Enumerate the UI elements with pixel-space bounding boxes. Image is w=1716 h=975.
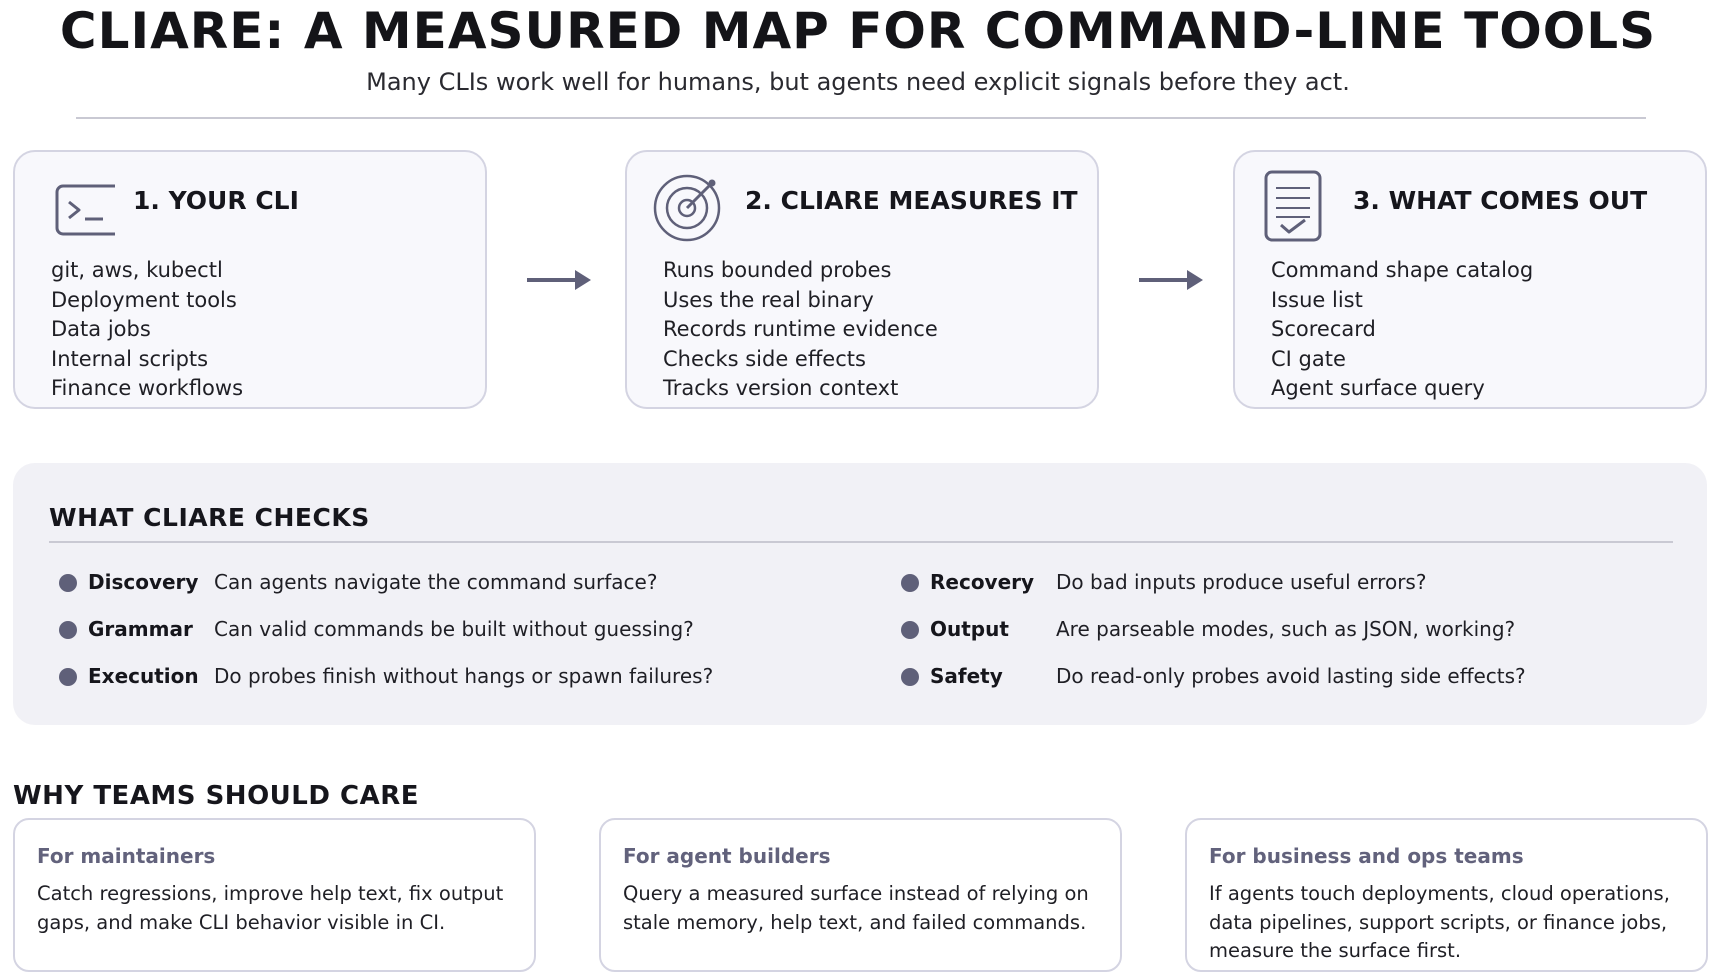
check-name: Discovery — [88, 570, 199, 594]
page-subtitle: Many CLIs work well for humans, but agen… — [366, 68, 1350, 96]
list-item: git, aws, kubectl — [51, 258, 223, 282]
list-item: Scorecard — [1271, 317, 1376, 341]
card-title: For agent builders — [623, 844, 831, 868]
list-item: Command shape catalog — [1271, 258, 1534, 282]
bullet-dot-icon — [59, 574, 77, 592]
checks-divider — [49, 541, 1673, 543]
check-question: Are parseable modes, such as JSON, worki… — [1056, 617, 1516, 641]
bullet-dot-icon — [901, 668, 919, 686]
why-title: WHY TEAMS SHOULD CARE — [13, 781, 419, 811]
list-item: Records runtime evidence — [663, 317, 938, 341]
list-item: Runs bounded probes — [663, 258, 892, 282]
list-item: Uses the real binary — [663, 287, 874, 312]
step-card-cliare-measures: 2. CLIARE MEASURES IT Runs bounded probe… — [625, 150, 1099, 409]
list-item: Deployment tools — [51, 287, 237, 312]
audience-card-maintainers: For maintainers Catch regressions, impro… — [13, 818, 536, 972]
check-question: Do probes finish without hangs or spawn … — [214, 664, 714, 688]
audience-card-business-ops: For business and ops teams If agents tou… — [1185, 818, 1708, 972]
check-name: Execution — [88, 664, 199, 688]
list-item: CI gate — [1271, 346, 1346, 371]
checklist-document-icon — [1264, 170, 1322, 242]
check-question: Do read-only probes avoid lasting side e… — [1056, 664, 1526, 688]
bullet-dot-icon — [901, 574, 919, 592]
card-title: For maintainers — [37, 844, 216, 868]
list-item: Checks side effects — [663, 346, 866, 371]
radar-icon — [653, 174, 721, 242]
list-item: Data jobs — [51, 317, 151, 341]
step-list: Command shape catalog Issue list Scoreca… — [1271, 256, 1533, 404]
terminal-icon — [55, 184, 115, 236]
bullet-dot-icon — [59, 621, 77, 639]
check-name: Grammar — [88, 617, 193, 641]
bullet-dot-icon — [59, 668, 77, 686]
page-title: CLIARE: A MEASURED MAP FOR COMMAND-LINE … — [59, 2, 1657, 60]
list-item: Agent surface query — [1271, 376, 1485, 400]
list-item: Internal scripts — [51, 346, 209, 371]
step-card-your-cli: 1. YOUR CLI git, aws, kubectl Deployment… — [13, 150, 487, 409]
list-item: Tracks version context — [663, 376, 899, 400]
check-name: Safety — [930, 664, 1003, 688]
step-list: Runs bounded probes Uses the real binary… — [663, 256, 938, 404]
card-body: If agents touch deployments, cloud opera… — [1209, 882, 1670, 962]
card-body: Catch regressions, improve help text, fi… — [37, 882, 504, 934]
step-title: 3. WHAT COMES OUT — [1353, 186, 1648, 215]
checks-title: WHAT CLIARE CHECKS — [49, 503, 370, 532]
check-name: Output — [930, 617, 1009, 641]
check-question: Can valid commands be built without gues… — [214, 617, 694, 641]
check-question: Can agents navigate the command surface? — [214, 570, 658, 594]
list-item: Finance workflows — [51, 376, 244, 400]
card-title: For business and ops teams — [1209, 844, 1524, 868]
checks-panel: WHAT CLIARE CHECKS Discovery Can agents … — [13, 463, 1707, 725]
arrow-right-icon — [527, 270, 591, 290]
check-name: Recovery — [930, 570, 1035, 594]
audience-card-agent-builders: For agent builders Query a measured surf… — [599, 818, 1122, 972]
list-item: Issue list — [1271, 287, 1363, 312]
step-title: 2. CLIARE MEASURES IT — [745, 186, 1078, 215]
header-divider — [76, 117, 1646, 119]
step-list: git, aws, kubectl Deployment tools Data … — [51, 256, 243, 404]
step-title: 1. YOUR CLI — [133, 186, 299, 215]
bullet-dot-icon — [901, 621, 919, 639]
step-card-what-comes-out: 3. WHAT COMES OUT Command shape catalog … — [1233, 150, 1707, 409]
card-body: Query a measured surface instead of rely… — [623, 882, 1089, 934]
check-question: Do bad inputs produce useful errors? — [1056, 570, 1427, 594]
arrow-right-icon — [1139, 270, 1203, 290]
